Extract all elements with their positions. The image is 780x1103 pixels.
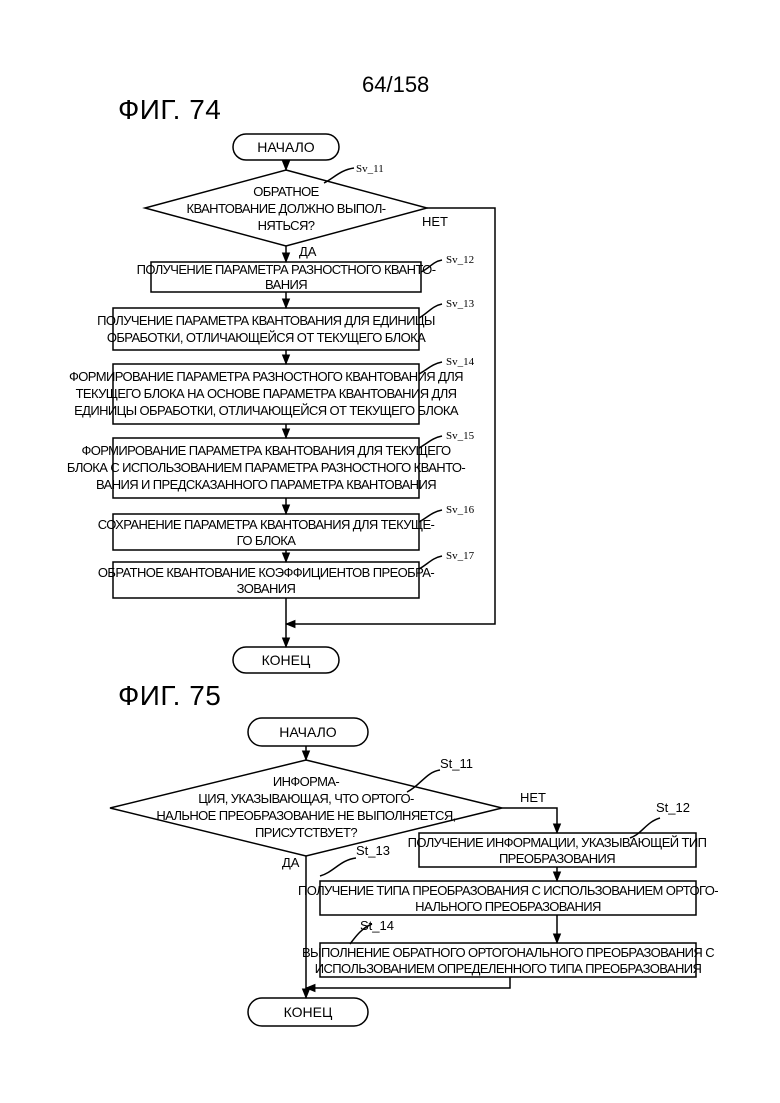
fig74-step-6-id: Sv_17 — [446, 550, 475, 562]
fig75-no-label: НЕТ — [520, 790, 546, 805]
fig74-step-5-id: Sv_16 — [446, 504, 475, 516]
fig75-step-2-line-2: НАЛЬНОГО ПРЕОБРАЗОВАНИЯ — [415, 899, 601, 914]
fig74-step-4-line-3: ВАНИЯ И ПРЕДСКАЗАННОГО ПАРАМЕТРА КВАНТОВ… — [96, 477, 436, 492]
fig74-step-6-line-2: ЗОВАНИЯ — [237, 581, 296, 596]
fig75-step-1-line-2: ПРЕОБРАЗОВАНИЯ — [499, 851, 615, 866]
fig74-end-label: КОНЕЦ — [262, 652, 311, 668]
fig75-end-label: КОНЕЦ — [284, 1004, 333, 1020]
fig74-step-3-line-1: ФОРМИРОВАНИЕ ПАРАМЕТРА РАЗНОСТНОГО КВАНТ… — [69, 369, 463, 384]
fig74-no-label: НЕТ — [422, 214, 448, 229]
fig74-step-1-line-1: ПОЛУЧЕНИЕ ПАРАМЕТРА РАЗНОСТНОГО КВАНТО- — [137, 262, 436, 277]
fig75-step-2-line-1: ПОЛУЧЕНИЕ ТИПА ПРЕОБРАЗОВАНИЯ С ИСПОЛЬЗО… — [298, 883, 718, 898]
fig75-decision-step: St_11 — [440, 756, 473, 771]
fig74-step-5-line-1: СОХРАНЕНИЕ ПАРАМЕТРА КВАНТОВАНИЯ ДЛЯ ТЕК… — [98, 517, 435, 532]
fig75-step-3-line-1: ВЫПОЛНЕНИЕ ОБРАТНОГО ОРТОГОНАЛЬНОГО ПРЕО… — [302, 945, 714, 960]
fig75-step-1-id: St_12 — [656, 800, 690, 815]
fig74-step-5-line-2: ГО БЛОКА — [237, 533, 297, 548]
fig74-step-4-id: Sv_15 — [446, 430, 475, 442]
fig74-step-1-line-2: ВАНИЯ — [265, 277, 307, 292]
fig74-step-2-line-2: ОБРАБОТКИ, ОТЛИЧАЮЩЕЙСЯ ОТ ТЕКУЩЕГО БЛОК… — [107, 330, 426, 345]
fig74-step-2-id: Sv_13 — [446, 298, 475, 310]
fig75-step-1-line-1: ПОЛУЧЕНИЕ ИНФОРМАЦИИ, УКАЗЫВАЮЩЕЙ ТИП — [408, 835, 707, 850]
fig74-step-3-line-2: ТЕКУЩЕГО БЛОКА НА ОСНОВЕ ПАРАМЕТРА КВАНТ… — [76, 386, 457, 401]
fig75-step-3-line-2: ИСПОЛЬЗОВАНИЕМ ОПРЕДЕЛЕННОГО ТИПА ПРЕОБР… — [315, 961, 702, 976]
fig74-decision-line-3: НЯТЬСЯ? — [258, 218, 315, 233]
fig75-decision-line-2: ЦИЯ, УКАЗЫВАЮЩАЯ, ЧТО ОРТОГО- — [198, 791, 414, 806]
fig74-decision-line-2: КВАНТОВАНИЕ ДОЛЖНО ВЫПОЛ- — [186, 201, 385, 216]
fig74-step-4-line-1: ФОРМИРОВАНИЕ ПАРАМЕТРА КВАНТОВАНИЯ ДЛЯ Т… — [81, 443, 451, 458]
fig75-flowchart — [110, 718, 696, 1026]
fig74-decision-line-1: ОБРАТНОЕ — [253, 184, 319, 199]
fig75-decision-line-4: ПРИСУТСТВУЕТ? — [255, 825, 357, 840]
fig74-step-3-line-3: ЕДИНИЦЫ ОБРАБОТКИ, ОТЛИЧАЮЩЕЙСЯ ОТ ТЕКУЩ… — [74, 403, 459, 418]
fig75-decision-line-1: ИНФОРМА- — [273, 774, 340, 789]
fig75-step-3-id: St_14 — [360, 918, 394, 933]
fig74-yes-label: ДА — [299, 244, 317, 259]
fig74-step-6-line-1: ОБРАТНОЕ КВАНТОВАНИЕ КОЭФФИЦИЕНТОВ ПРЕОБ… — [98, 565, 434, 580]
fig74-step-2-line-1: ПОЛУЧЕНИЕ ПАРАМЕТРА КВАНТОВАНИЯ ДЛЯ ЕДИН… — [97, 313, 435, 328]
fig75-decision-line-3: НАЛЬНОЕ ПРЕОБРАЗОВАНИЕ НЕ ВЫПОЛНЯЕТСЯ, — [156, 808, 455, 823]
fig74-start-label: НАЧАЛО — [257, 139, 315, 155]
fig75-start-label: НАЧАЛО — [279, 724, 337, 740]
fig74-step-4-line-2: БЛОКА С ИСПОЛЬЗОВАНИЕМ ПАРАМЕТРА РАЗНОСТ… — [67, 460, 465, 475]
fig75-yes-label: ДА — [282, 855, 300, 870]
fig74-step-3-id: Sv_14 — [446, 356, 475, 368]
fig74-decision-step: Sv_11 — [356, 163, 384, 175]
fig74-step-1-id: Sv_12 — [446, 254, 474, 266]
fig75-step-2-id: St_13 — [356, 843, 390, 858]
